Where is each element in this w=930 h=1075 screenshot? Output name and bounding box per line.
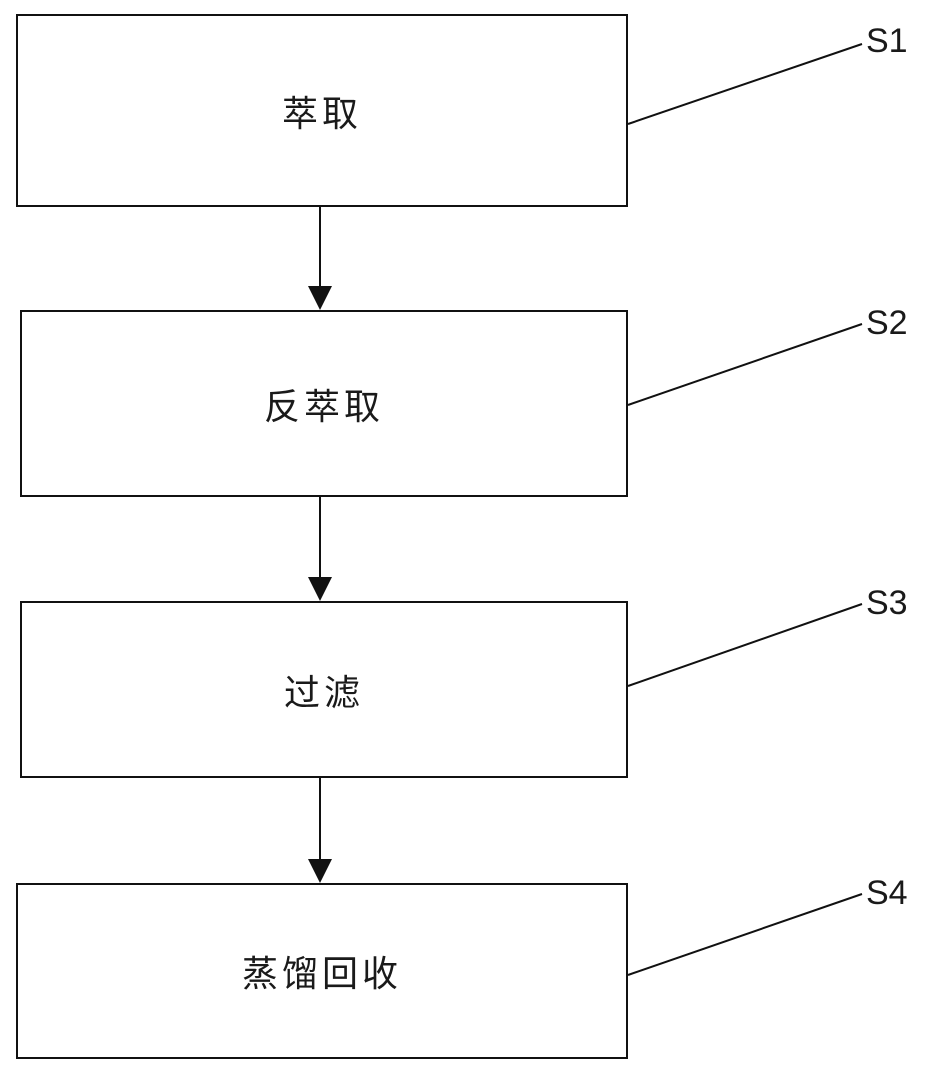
leader-line-s1 — [627, 43, 863, 125]
step-box-back-extraction: 反萃取 — [20, 310, 628, 497]
step-reference-label: S4 — [866, 874, 908, 912]
step-label: 萃取 — [281, 93, 362, 135]
step-reference-label: S3 — [866, 584, 908, 622]
leader-line-s4 — [627, 893, 863, 976]
step-box-extraction: 萃取 — [16, 14, 628, 207]
step-label: 反萃取 — [263, 386, 384, 428]
arrow-s2-to-s3 — [308, 497, 332, 601]
step-reference-label: S2 — [866, 304, 908, 342]
arrow-s3-to-s4 — [308, 778, 332, 883]
step-box-distillation-recovery: 蒸馏回收 — [16, 883, 628, 1059]
step-reference-label: S1 — [866, 22, 908, 60]
leader-line-s3 — [627, 603, 863, 687]
leader-line-s2 — [627, 323, 863, 406]
step-box-filtration: 过滤 — [20, 601, 628, 778]
step-label: 过滤 — [283, 672, 364, 714]
arrow-s1-to-s2 — [308, 207, 332, 310]
step-label: 蒸馏回收 — [241, 954, 402, 995]
